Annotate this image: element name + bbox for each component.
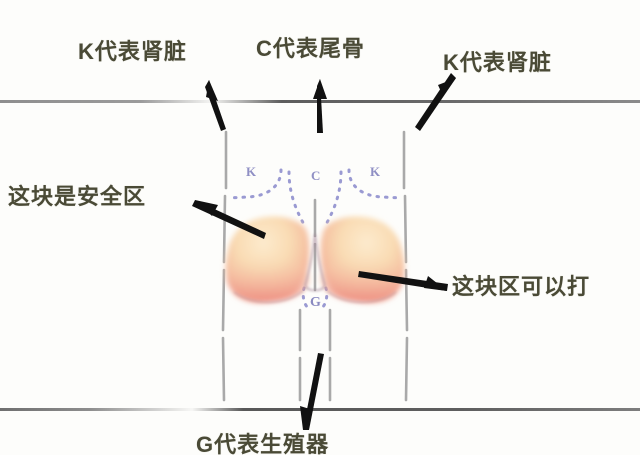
annotation-coccyx: C代表尾骨 (256, 36, 365, 61)
annotation-hit-zone: 这块区可以打 (452, 274, 591, 299)
annotation-kidney-right: K代表肾脏 (443, 50, 552, 75)
kidney-right-marker: K (370, 164, 381, 179)
annotation-genitals: G代表生殖器 (196, 432, 330, 455)
kidney-left-marker: K (246, 164, 257, 179)
annotation-safe-zone: 这块是安全区 (8, 184, 147, 209)
genitals-marker: G (310, 295, 321, 310)
buttock-fold (233, 289, 397, 303)
gluteal-cleft (304, 233, 326, 292)
coccyx-marker: C (311, 168, 320, 183)
body-outline (221, 130, 409, 402)
annotation-kidney-left: K代表肾脏 (78, 39, 187, 64)
